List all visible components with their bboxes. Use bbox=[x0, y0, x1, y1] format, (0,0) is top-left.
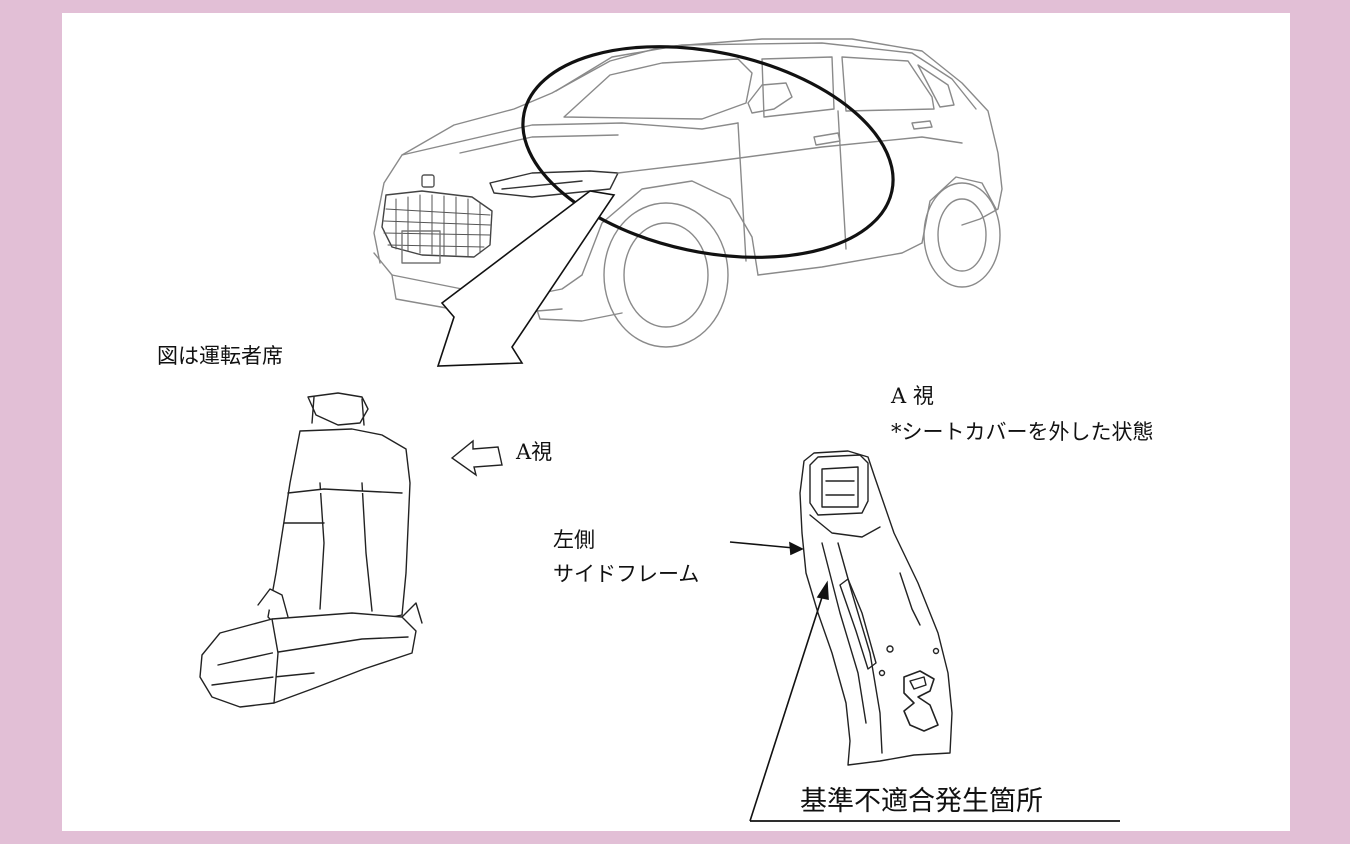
recall-diagram-drawing bbox=[199, 38, 1120, 822]
side-frame-label-line1: 左側 bbox=[553, 528, 595, 552]
side-frame-label-line2: サイドフレーム bbox=[553, 562, 700, 586]
nonconformity-pointer bbox=[749, 580, 1120, 822]
view-arrow-label: A視 bbox=[516, 440, 553, 464]
highlight-ellipse bbox=[521, 45, 895, 259]
seat-drawing bbox=[199, 392, 423, 708]
callout-arrow bbox=[436, 190, 616, 367]
view-a-note: *シートカバーを外した状態 bbox=[891, 420, 1154, 444]
view-a-title: A 視 bbox=[891, 384, 934, 408]
side-frame-pointer bbox=[729, 541, 804, 556]
seat-note-label: 図は運転者席 bbox=[157, 344, 283, 368]
nonconformity-location-label: 基準不適合発生箇所 bbox=[800, 786, 1043, 817]
side-frame-drawing bbox=[799, 450, 953, 766]
diagram-panel: 図は運転者席 A視 A 視 *シートカバーを外した状態 左側 サイドフレーム 基… bbox=[62, 13, 1290, 831]
car-drawing bbox=[373, 38, 1003, 348]
view-a-arrow bbox=[450, 439, 503, 477]
